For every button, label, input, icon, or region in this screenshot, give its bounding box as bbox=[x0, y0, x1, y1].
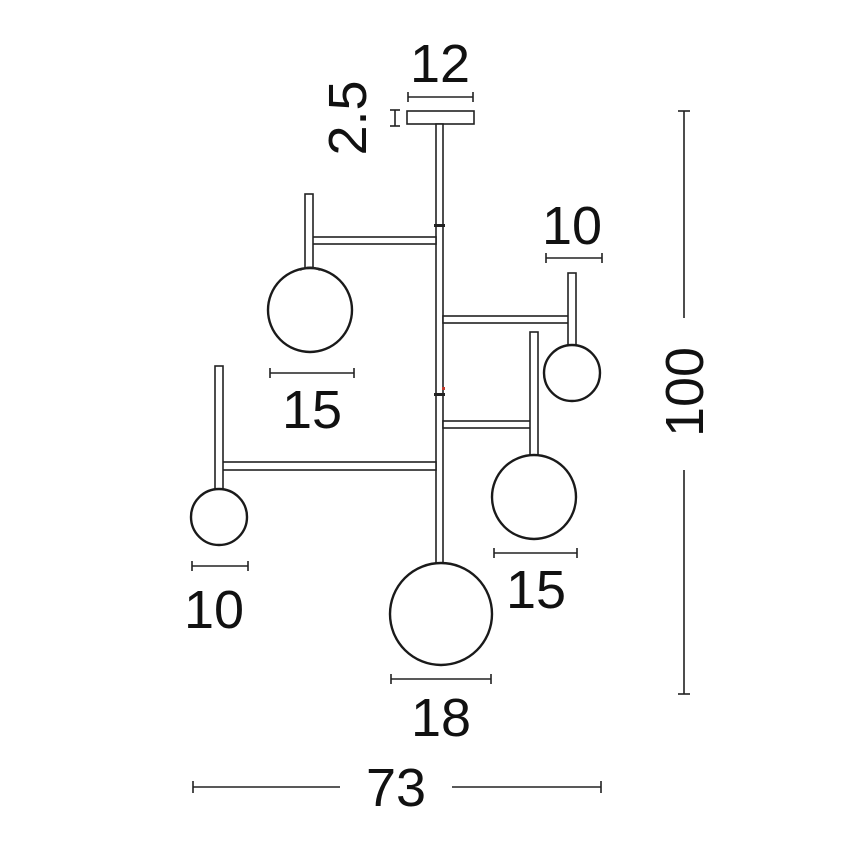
globe-upper-left bbox=[266, 266, 354, 354]
dim-globe-medium-right: 15 bbox=[493, 548, 578, 620]
globe-upper-right bbox=[542, 343, 602, 403]
arm-upper-left bbox=[307, 236, 437, 245]
arm-middle-right bbox=[442, 420, 536, 429]
dim-canopy-height: 2.5 bbox=[318, 80, 400, 156]
label-canopy-width: 12 bbox=[410, 34, 470, 94]
label-globe-large: 18 bbox=[411, 688, 471, 748]
dim-total-width: 73 bbox=[192, 758, 602, 818]
stem-joint-1 bbox=[434, 224, 445, 227]
stem-accent-mark bbox=[442, 387, 445, 390]
globe-bottom bbox=[388, 561, 494, 667]
label-globe-small-left: 10 bbox=[184, 580, 244, 640]
dim-canopy-width: 12 bbox=[407, 34, 474, 102]
label-total-height: 100 bbox=[655, 347, 715, 437]
dim-globe-small-left: 10 bbox=[184, 561, 249, 640]
rod-middle-right bbox=[529, 331, 539, 457]
ceiling-canopy bbox=[406, 110, 475, 125]
dim-globe-large: 18 bbox=[390, 674, 492, 748]
rod-upper-right bbox=[567, 272, 577, 348]
arm-lower-left bbox=[221, 461, 437, 471]
globe-middle-right bbox=[490, 453, 578, 541]
rod-upper-left bbox=[304, 193, 314, 270]
label-globe-medium-left: 15 bbox=[282, 380, 342, 440]
rod-lower-left bbox=[214, 365, 224, 491]
label-globe-small-right: 10 bbox=[542, 196, 602, 256]
globe-lower-left bbox=[189, 487, 249, 547]
dim-total-height: 100 bbox=[655, 110, 715, 695]
label-globe-medium-right: 15 bbox=[506, 560, 566, 620]
arm-upper-right bbox=[442, 315, 572, 324]
label-canopy-height: 2.5 bbox=[318, 80, 378, 155]
main-stem bbox=[435, 123, 444, 567]
globe-cap-upper-left bbox=[299, 266, 321, 271]
stem-joint-2 bbox=[434, 393, 445, 396]
label-total-width: 73 bbox=[366, 758, 426, 818]
dim-globe-small-right: 10 bbox=[542, 196, 603, 263]
dim-globe-medium-left: 15 bbox=[269, 368, 355, 440]
